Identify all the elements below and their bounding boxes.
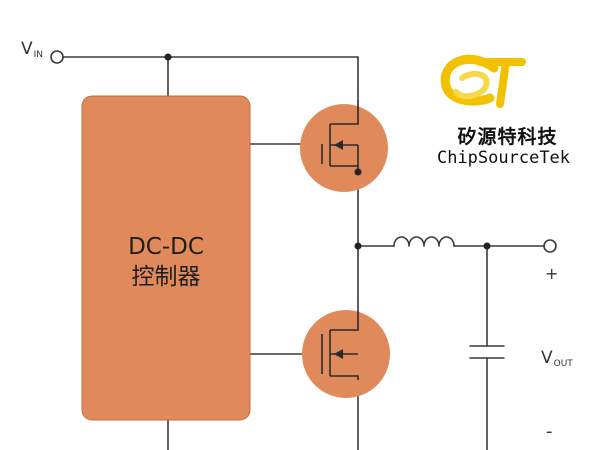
low-side-mosfet: [302, 310, 390, 398]
vout-label: VOUT: [541, 350, 573, 369]
vout-terminal: [543, 239, 557, 253]
controller-label-line1: DC-DC: [128, 234, 204, 260]
vin-label-sub: IN: [33, 50, 44, 60]
controller-label-line2: 控制器: [131, 264, 201, 290]
dc-dc-controller-block: [81, 95, 251, 421]
junction-dot: [164, 53, 172, 61]
vin-label-main: V: [21, 39, 33, 59]
output-minus-sign: -: [546, 421, 553, 442]
vin-label: VIN: [21, 41, 43, 60]
vout-label-main: V: [541, 348, 553, 368]
junction-dot: [483, 242, 491, 250]
junction-dot: [354, 242, 362, 250]
vout-label-sub: OUT: [553, 359, 573, 369]
output-plus-sign: +: [545, 264, 559, 283]
vin-terminal: [50, 50, 64, 64]
chipsourcetek-logo-mark: [440, 54, 526, 108]
logo-name-english: ChipSourceTek: [436, 148, 571, 168]
controller-label: DC-DC 控制器: [82, 232, 250, 292]
logo-name-chinese: 矽源特科技: [457, 126, 558, 148]
high-side-mosfet: [300, 100, 388, 192]
inductor: [393, 236, 455, 247]
